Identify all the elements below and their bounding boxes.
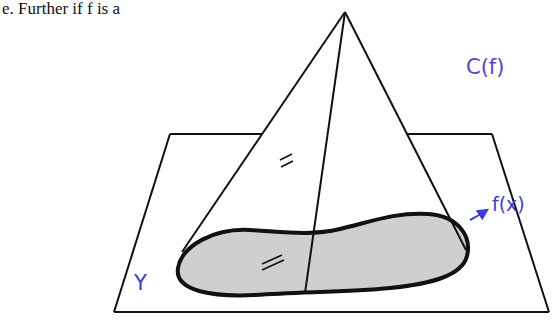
- space-label: C(f): [466, 56, 504, 79]
- text-fragment: e. Further if f is a: [2, 0, 120, 19]
- cone: [182, 12, 466, 293]
- base-region: [178, 214, 468, 296]
- pointer-arrow: [470, 210, 487, 220]
- plane-label: Y: [134, 272, 147, 295]
- tick-marks: [262, 154, 293, 270]
- map-label: f(x): [492, 194, 525, 215]
- plane: [114, 134, 549, 312]
